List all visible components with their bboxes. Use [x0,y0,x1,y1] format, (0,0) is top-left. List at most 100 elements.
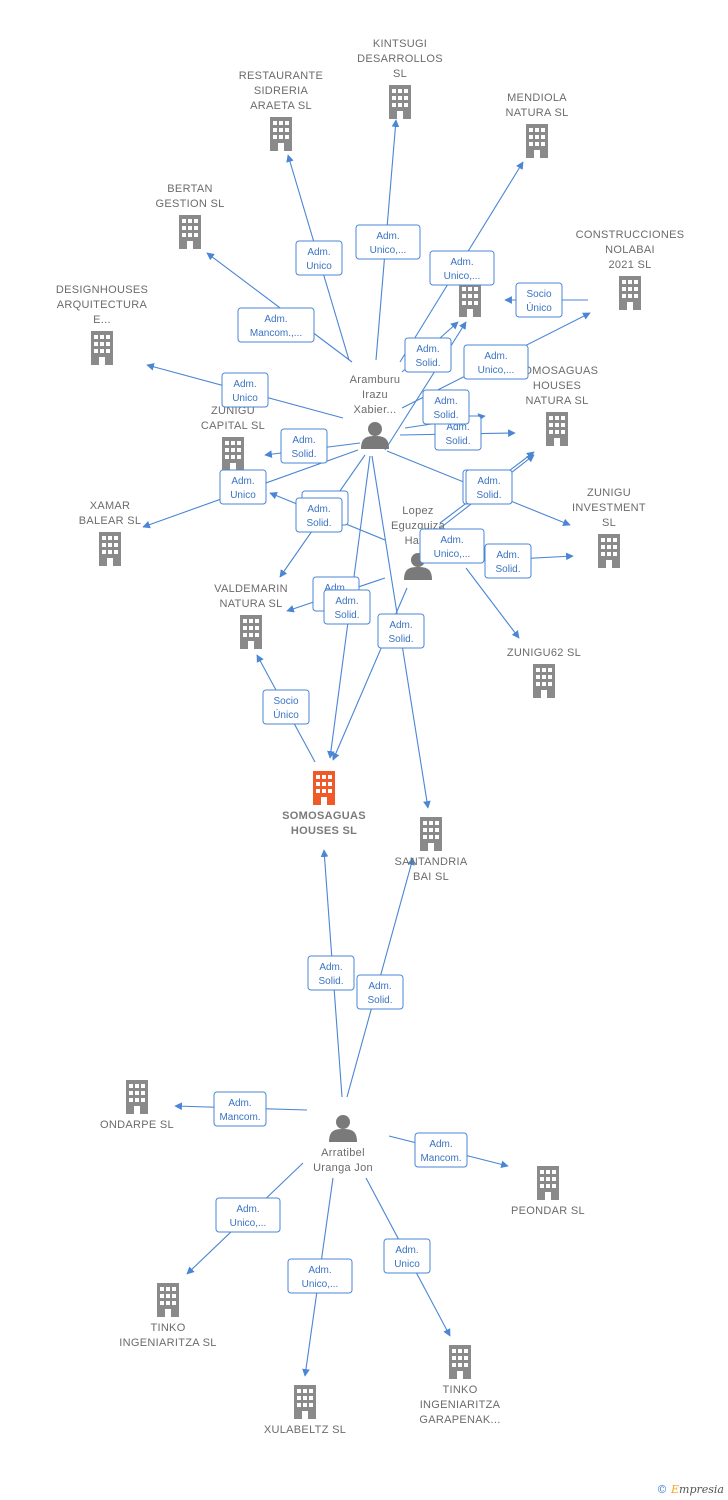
person-icon [361,422,389,449]
edge-label-text: Adm. [307,247,330,258]
node-label-line: ZUNIGU [587,487,631,499]
copyright-symbol: © [656,1483,668,1496]
building-icon [537,1166,559,1200]
edge-label-box [262,689,310,725]
edge-label-e8[interactable]: Adm.Unico [221,372,269,408]
edge-label-e26[interactable]: Adm.Mancom. [414,1132,468,1168]
node-zunigu-capital[interactable]: ZUNIGU CAPITAL SL [201,405,265,471]
building-icon [459,283,481,317]
edge-label-e14[interactable]: Adm.Solid. [295,497,343,533]
edge-label-box [355,224,421,260]
node-label-line: Irazu [362,389,388,401]
edge-label-text: Único [526,301,552,314]
edge-label-text: Adm. [292,435,315,446]
edge-label-text: Adm. [233,379,256,390]
node-label-line: CAPITAL SL [201,420,265,432]
building-icon [526,124,548,158]
edge-label-e12[interactable]: Adm.Unico [219,469,267,505]
edge-label-e24[interactable]: Adm.Solid. [356,974,404,1010]
edge-label-text: Solid. [306,518,331,529]
edge-label-e27[interactable]: Adm. Unico,... [215,1197,281,1233]
edge-label-text: Adm. [389,620,412,631]
edge-label-e17[interactable]: Adm.Solid. [465,469,513,505]
edge-label-e23[interactable]: Adm.Solid. [307,955,355,991]
edge-label-box [465,469,513,505]
edge-label-box [377,613,425,649]
node-label-line: INGENIARITZA SL [119,1337,216,1349]
edge-label-e29[interactable]: Adm.Unico [383,1238,431,1274]
edge-label-text: Adm. [236,1204,259,1215]
building-icon [270,117,292,151]
edge-label-e21[interactable]: Adm.Solid. [484,543,532,579]
node-designhouses[interactable]: DESIGNHOUSESARQUITECTURAE... [56,284,148,365]
edge-label-e7[interactable]: Adm.Unico,... [463,344,529,380]
edge-label-e4[interactable]: Adm.Mancom.,... [237,307,315,343]
edge-label-box [414,1132,468,1168]
edge-label-e28[interactable]: Adm.Unico,... [287,1258,353,1294]
edge-label-e16[interactable]: Adm.Unico,... [419,528,485,564]
edge-label-e9[interactable]: Adm.Solid. [280,428,328,464]
node-label-line: ZUNIGU62 SL [507,647,581,659]
person-icon [329,1115,357,1142]
edge-label-e3[interactable]: Adm.Unico,... [429,250,495,286]
edge-label-e25[interactable]: Adm.Mancom. [213,1091,267,1127]
node-label-line: GESTION SL [155,198,224,210]
edge-label-e20[interactable]: Adm. Solid. [377,613,425,649]
node-label-line: DESIGNHOUSES [56,284,148,296]
edge-label-e1[interactable]: Adm.Unico [295,240,343,276]
node-label-line: NATURA SL [525,395,588,407]
node-label-line: SOMOSAGUAS [516,365,598,377]
edge-label-text: Adm. [434,396,457,407]
building-icon [91,331,113,365]
node-label-line: CONSTRUCCIONES [576,229,685,241]
edge-label-text: Adm. [446,422,469,433]
node-peondar[interactable]: PEONDAR SL [511,1166,585,1217]
edge-label-text: Adm. [416,344,439,355]
edge-label-e19[interactable]: Adm.Solid. [323,589,371,625]
node-aramburu[interactable]: AramburuIrazuXabier... [350,374,401,449]
edge-label-text: Unico,... [230,1218,267,1229]
edge-label-text: Mancom. [420,1153,461,1164]
node-zunigu62[interactable]: ZUNIGU62 SL [507,647,581,698]
node-label-line: Uranga Jon [313,1162,373,1174]
edge-label-text: Adm. [308,1265,331,1276]
building-icon [99,532,121,566]
node-label-line: SL [393,68,407,80]
node-label-line: INGENIARITZA [420,1399,501,1411]
building-icon [294,1385,316,1419]
edge-label-text: Solid. [415,358,440,369]
edge-label-text: Adm. [264,314,287,325]
edge-label-e11[interactable]: Adm.Solid. [422,389,470,425]
node-label-line: TINKO [442,1384,477,1396]
node-label-line: ZUNIGU [211,405,255,417]
building-icon [533,664,555,698]
node-xulabeltz[interactable]: XULABELTZ SL [264,1385,346,1436]
node-ondarpe[interactable]: ONDARPE SL [100,1080,174,1131]
edge-label-text: Solid. [388,634,413,645]
building-icon [179,215,201,249]
node-tinko-garapenak[interactable]: TINKOINGENIARITZAGARAPENAK... [419,1345,500,1426]
edge-label-text: Mancom. [219,1112,260,1123]
edge-label-e2[interactable]: Adm.Unico,... [355,224,421,260]
node-label-line: NATURA SL [505,107,568,119]
node-label-line: KINTSUGI [373,38,427,50]
edge-label-e6[interactable]: Adm. Solid. [404,337,452,373]
brand-logo: Empresia [671,1483,724,1496]
edge-label-text: Solid. [495,564,520,575]
